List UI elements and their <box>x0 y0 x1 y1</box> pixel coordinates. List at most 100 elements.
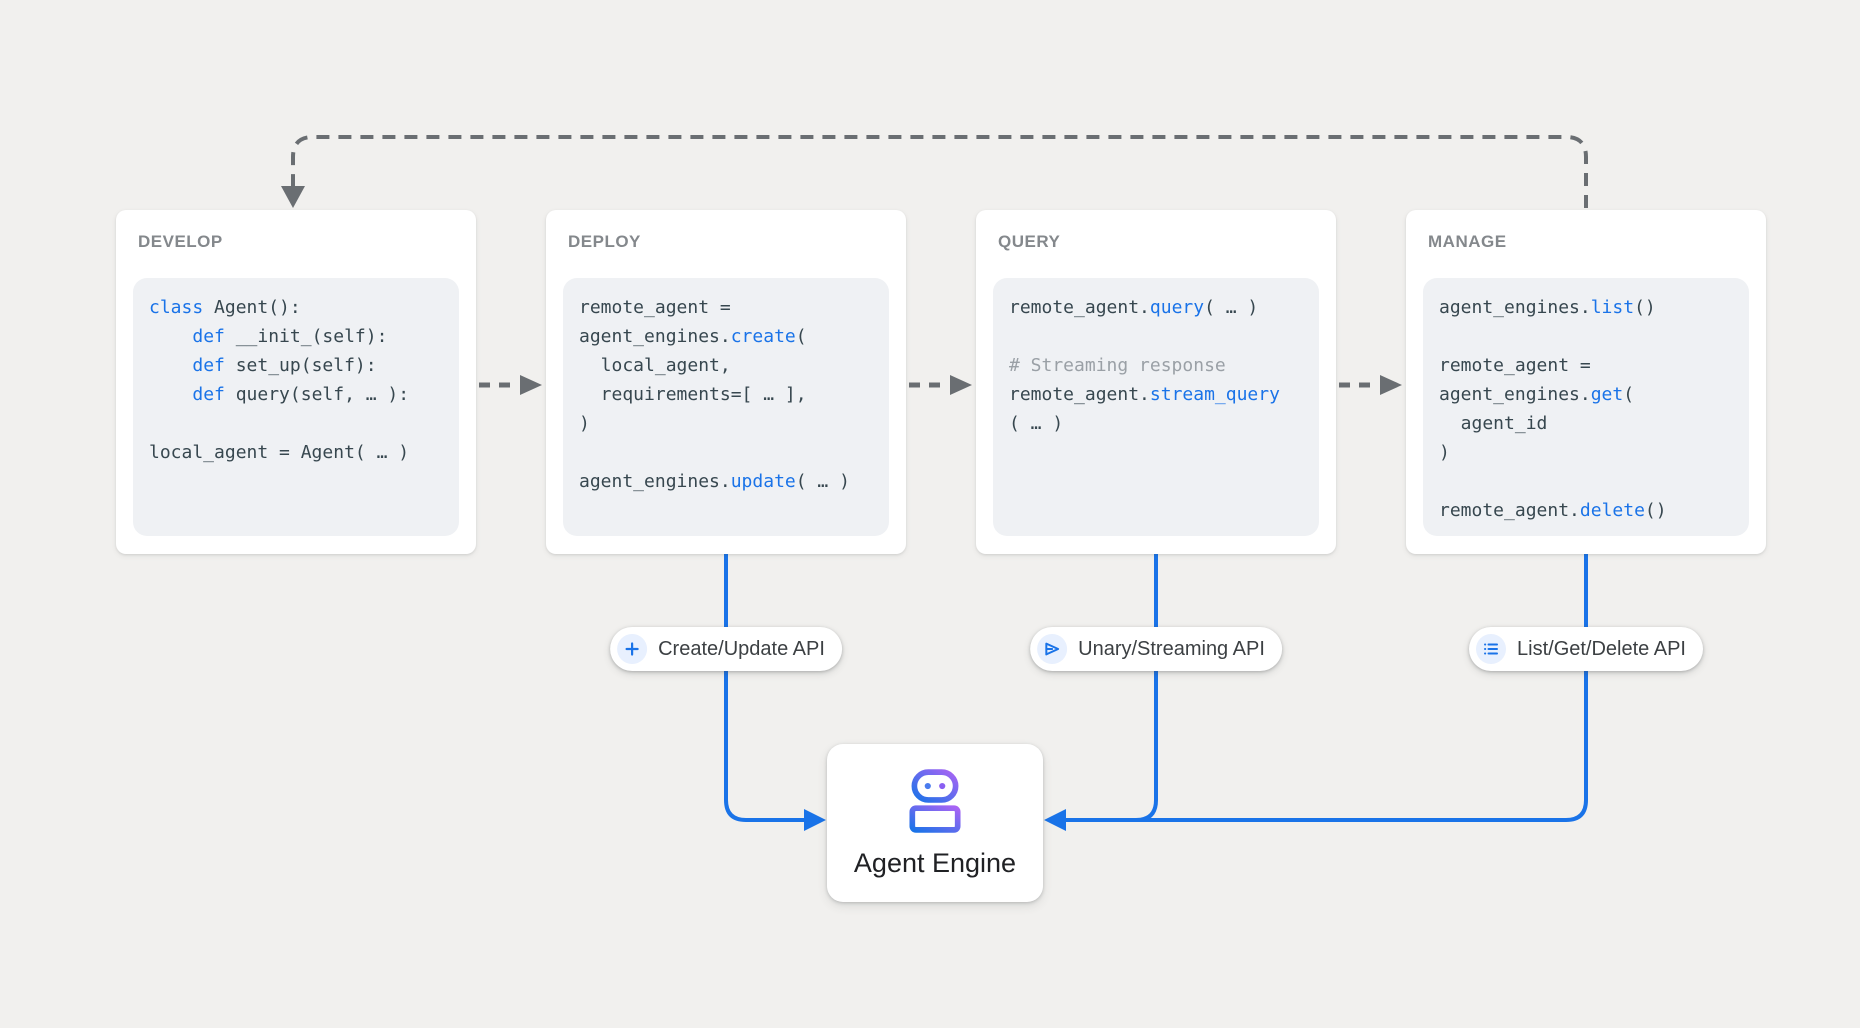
manage-code-block: agent_engines.list() remote_agent =agent… <box>1423 278 1749 536</box>
code-line: agent_engines.create( <box>579 322 889 351</box>
pill-label: Unary/Streaming API <box>1078 637 1265 660</box>
unary-streaming-api-pill: Unary/Streaming API <box>1030 627 1282 671</box>
develop-card: DEVELOP class Agent(): def __init_(self)… <box>116 210 476 554</box>
code-keyword: update <box>730 471 796 492</box>
code-text: ( … ) <box>1009 413 1064 434</box>
code-line <box>1439 322 1749 351</box>
create-update-api-pill: Create/Update API <box>610 627 842 671</box>
agent-engine-node: Agent Engine <box>827 744 1043 902</box>
query-card: QUERY remote_agent.query( … ) # Streamin… <box>976 210 1336 554</box>
code-line: local_agent = Agent( … ) <box>149 438 459 467</box>
develop-to-deploy-arrowhead-icon <box>520 375 542 395</box>
deploy-to-engine-arrowhead-icon <box>804 809 826 831</box>
plus-icon <box>617 634 648 664</box>
list-get-delete-api-pill: List/Get/Delete API <box>1469 627 1703 671</box>
code-text: query(self, … ): <box>224 384 410 405</box>
code-line: def query(self, … ): <box>149 380 459 409</box>
send-icon <box>1037 634 1068 664</box>
robot-icon <box>909 768 961 833</box>
code-text: ( … ) <box>795 471 850 492</box>
code-text: local_agent, <box>579 355 731 376</box>
pill-label: List/Get/Delete API <box>1517 637 1686 660</box>
code-text: ( <box>1623 384 1635 405</box>
code-text: ) <box>579 413 590 434</box>
code-line <box>149 409 459 438</box>
code-line: def set_up(self): <box>149 351 459 380</box>
code-line: local_agent, <box>579 351 889 380</box>
query-manage-to-engine-arrowhead-icon <box>1044 809 1066 831</box>
list-icon <box>1476 634 1507 664</box>
code-text: agent_id <box>1439 413 1548 434</box>
code-text: ( … ) <box>1204 297 1259 318</box>
code-text: Agent(): <box>203 297 301 318</box>
manage-to-develop-loop-connector <box>291 135 1588 208</box>
code-line: ( … ) <box>1009 409 1319 438</box>
code-text: remote_agent. <box>1009 384 1150 405</box>
deploy-card: DEPLOY remote_agent =agent_engines.creat… <box>546 210 906 554</box>
code-keyword: stream_query <box>1149 384 1280 405</box>
code-text: remote_agent. <box>1009 297 1150 318</box>
code-text: remote_agent = <box>579 297 731 318</box>
query-to-engine-line <box>1065 552 1158 822</box>
deploy-to-engine-line <box>724 552 805 822</box>
deploy-to-query-arrowhead-icon <box>950 375 972 395</box>
engine-label: Agent Engine <box>853 847 1017 878</box>
code-line: requirements=[ … ], <box>579 380 889 409</box>
code-line: class Agent(): <box>149 293 459 322</box>
code-text: remote_agent = <box>1439 355 1591 376</box>
manage-card: MANAGE agent_engines.list() remote_agent… <box>1406 210 1766 554</box>
code-line: remote_agent.query( … ) <box>1009 293 1319 322</box>
code-keyword: def <box>192 384 225 405</box>
code-text: agent_engines. <box>1439 297 1591 318</box>
query-to-manage-arrowhead-icon <box>1380 375 1402 395</box>
code-text: () <box>1644 500 1667 521</box>
code-line: agent_id <box>1439 409 1749 438</box>
code-line: def __init_(self): <box>149 322 459 351</box>
code-line <box>1009 322 1319 351</box>
code-text <box>149 326 192 347</box>
code-line: agent_engines.list() <box>1439 293 1749 322</box>
code-text: remote_agent. <box>1439 500 1580 521</box>
code-keyword: class <box>149 297 204 318</box>
code-line: ) <box>1439 438 1749 467</box>
deploy-code-block: remote_agent =agent_engines.create( loca… <box>563 278 889 536</box>
develop-code-block: class Agent(): def __init_(self): def se… <box>133 278 459 536</box>
manage-card-title: MANAGE <box>1428 232 1507 251</box>
code-text: set_up(self): <box>224 355 377 376</box>
code-text: ( <box>795 326 807 347</box>
code-text: local_agent = Agent( … ) <box>149 442 410 463</box>
code-line: remote_agent = <box>1439 351 1749 380</box>
code-keyword: def <box>192 355 225 376</box>
query-card-title: QUERY <box>998 232 1061 251</box>
code-keyword: list <box>1590 297 1635 318</box>
deploy-card-title: DEPLOY <box>568 232 641 251</box>
code-line: agent_engines.update( … ) <box>579 467 889 496</box>
code-text: __init_(self): <box>224 326 388 347</box>
code-line: # Streaming response <box>1009 351 1319 380</box>
code-keyword: def <box>192 326 225 347</box>
code-keyword: query <box>1149 297 1205 318</box>
code-text: requirements=[ … ], <box>579 384 807 405</box>
code-line: agent_engines.get( <box>1439 380 1749 409</box>
code-text: agent_engines. <box>579 471 731 492</box>
code-text <box>149 355 192 376</box>
code-line: remote_agent.delete() <box>1439 496 1749 525</box>
loop-arrowhead-icon <box>281 186 305 208</box>
code-line: remote_agent = <box>579 293 889 322</box>
code-text <box>149 384 192 405</box>
code-text: agent_engines. <box>579 326 731 347</box>
code-text: agent_engines. <box>1439 384 1591 405</box>
code-keyword: create <box>730 326 796 347</box>
develop-card-title: DEVELOP <box>138 232 223 251</box>
code-comment: # Streaming response <box>1009 355 1226 376</box>
manage-to-engine-line <box>1130 552 1588 822</box>
code-keyword: get <box>1590 384 1624 405</box>
code-text: () <box>1634 297 1656 318</box>
code-line <box>1439 467 1749 496</box>
code-line: remote_agent.stream_query <box>1009 380 1319 409</box>
query-code-block: remote_agent.query( … ) # Streaming resp… <box>993 278 1319 536</box>
pill-label: Create/Update API <box>658 637 825 660</box>
code-line: ) <box>579 409 889 438</box>
